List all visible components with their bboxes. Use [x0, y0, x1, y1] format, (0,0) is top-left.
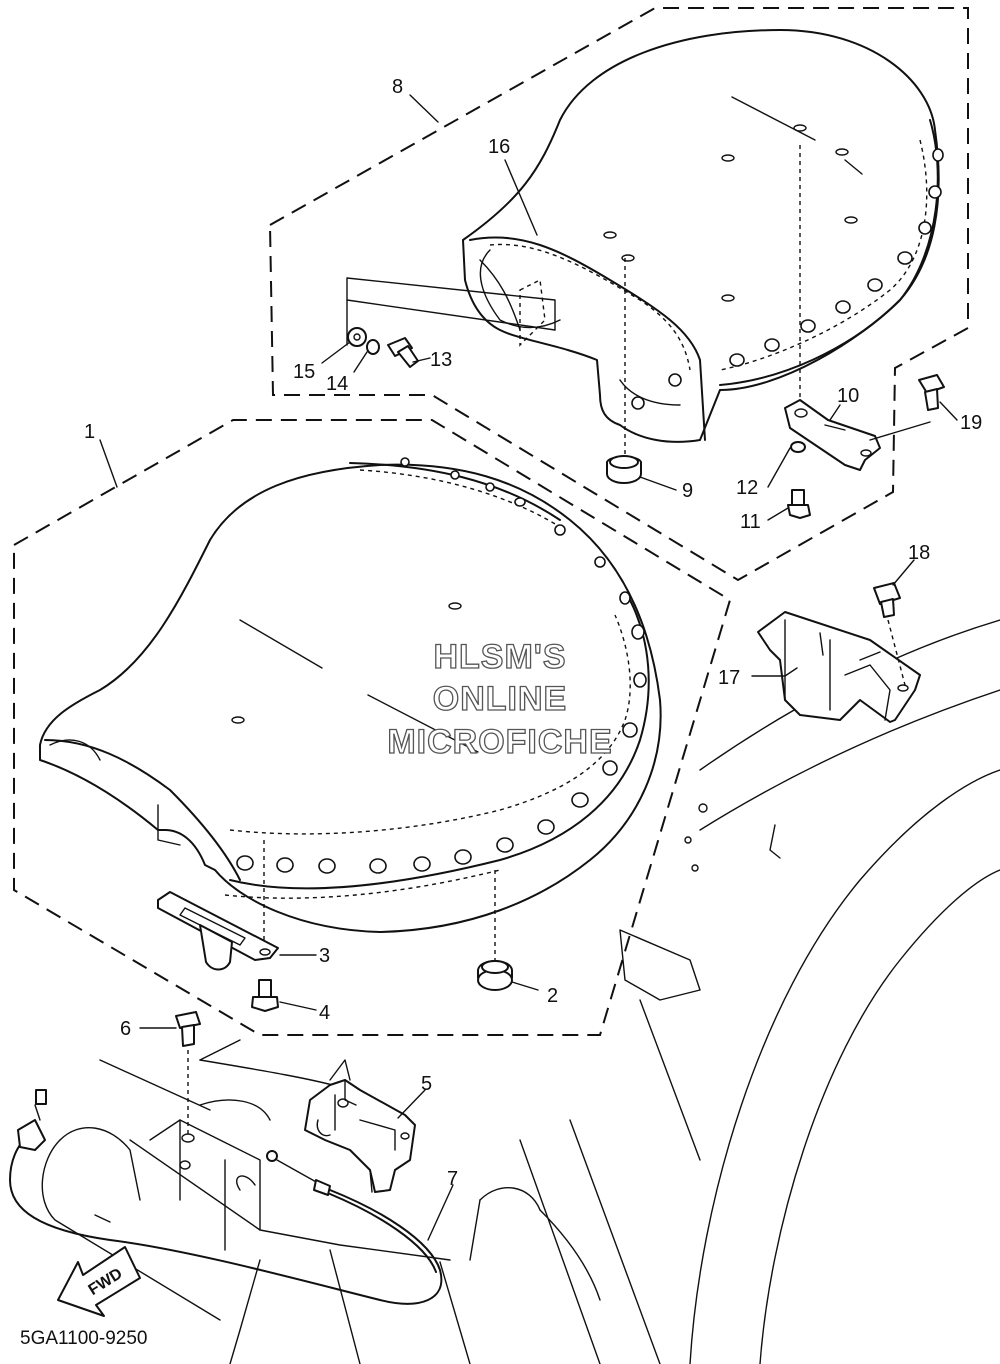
callout-9: 9 [682, 480, 693, 502]
callout-10: 10 [837, 385, 859, 407]
seat-lock-5 [304, 1079, 416, 1193]
watermark-line-3: MICROFICHE [387, 723, 612, 761]
callout-3: 3 [319, 945, 330, 967]
forward-direction-arrow: FWD [57, 1246, 141, 1317]
callouts: 1 2 3 4 5 6 7 8 9 10 11 12 13 14 15 16 1… [84, 76, 982, 1190]
watermark-line-1: HLSM'S [433, 638, 566, 676]
bolt-19 [918, 374, 945, 411]
passenger-seat-mount-lines [346, 145, 801, 455]
callout-13: 13 [430, 349, 452, 371]
diagram-code: 5GA1100-9250 [20, 1328, 147, 1349]
callout-5: 5 [421, 1073, 432, 1095]
callout-11: 11 [740, 511, 761, 533]
watermark-line-2: ONLINE [433, 680, 567, 718]
callout-17: 17 [718, 667, 740, 689]
assembly-outline-1 [13, 419, 732, 1036]
passenger-seat [462, 29, 944, 443]
callout-6: 6 [120, 1018, 131, 1040]
bolt-13-washers [347, 327, 419, 368]
callout-1: 1 [84, 421, 95, 443]
bolt-4 [251, 979, 279, 1012]
callout-18: 18 [908, 542, 930, 564]
callout-16: 16 [488, 136, 510, 158]
bolt-11 [787, 489, 811, 519]
frame-tubes [41, 1039, 601, 1364]
bracket-17-guide [769, 824, 781, 859]
mount-line-17 [887, 619, 906, 686]
callout-8: 8 [392, 76, 403, 98]
callout-2: 2 [547, 985, 558, 1007]
callout-15: 15 [293, 361, 315, 383]
bracket-10 [784, 399, 931, 471]
rider-seat [39, 457, 662, 933]
bolt-18 [873, 582, 901, 618]
watermark: HLSM'S ONLINE MICROFICHE [387, 637, 613, 761]
callout-14: 14 [326, 373, 348, 395]
callout-7: 7 [447, 1168, 458, 1190]
washer-12 [790, 441, 806, 453]
damper-9 [606, 455, 642, 484]
bolt-6 [175, 1011, 201, 1047]
leader-lines [99, 94, 958, 1241]
bracket-3 [157, 891, 279, 971]
callout-12: 12 [736, 477, 758, 499]
callout-19: 19 [960, 412, 982, 434]
frame-background [519, 619, 1000, 1364]
bracket-17 [757, 611, 921, 723]
seat-lock-cable-7 [9, 1089, 443, 1305]
callout-4: 4 [319, 1002, 330, 1024]
damper-2 [477, 960, 513, 991]
